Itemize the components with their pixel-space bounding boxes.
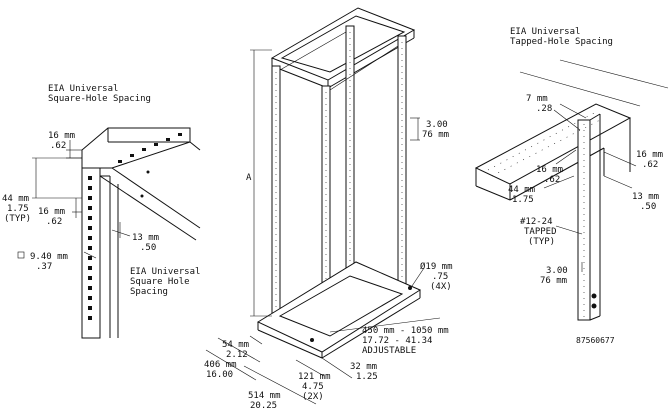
right-dim-16a-in: .62: [642, 160, 658, 170]
center-dim-300-in: 3.00: [426, 120, 448, 130]
right-dim-16a-mm: 16 mm: [636, 150, 663, 160]
center-dim-121-in: 4.75: [302, 382, 324, 392]
center-dim-121-mm: 121 mm: [298, 372, 331, 382]
right-title-line1: EIA Universal: [510, 27, 580, 37]
right-tap-line2: TAPPED: [524, 227, 557, 237]
center-dim-depth-mm: 450 mm - 1050 mm: [362, 326, 449, 336]
left-top-beam: [81, 127, 191, 169]
left-title-line2: Square-Hole Spacing: [48, 94, 151, 104]
left-dim-sq-mm: 9.40 mm: [30, 252, 68, 262]
right-dim-300-in: 3.00: [546, 266, 568, 276]
right-dim-16b-in: .62: [544, 175, 560, 185]
part-number: 87560677: [576, 336, 615, 345]
center-dim-514-in: 20.25: [250, 401, 277, 410]
center-dim-300-mm: 76 mm: [422, 130, 449, 140]
center-dim-406-in: 16.00: [206, 370, 233, 380]
right-dim-300-mm: 76 mm: [540, 276, 567, 286]
center-dim-depth-in: 17.72 - 41.34: [362, 336, 432, 346]
square-symbol-icon: [17, 251, 25, 259]
rack-upright-rear-right: [397, 35, 407, 287]
center-rack-frame: A 3.00 76 mm Ø19 mm .75 (4X) 450 mm - 10…: [204, 7, 453, 410]
right-tapped-hole-detail: EIA Universal Tapped-Hole Spacing 7 mm .…: [474, 27, 669, 345]
center-dim-406-mm: 406 mm: [204, 360, 237, 370]
right-tap-line3: (TYP): [528, 237, 555, 247]
center-dim-121-qty: (2X): [302, 392, 324, 402]
center-dim-514-mm: 514 mm: [248, 391, 281, 401]
right-rail-tapped-holes: [583, 124, 597, 318]
center-dim-hole-in: .75: [432, 272, 448, 282]
left-bottom-line1: EIA Universal: [130, 267, 200, 277]
left-dim-mid-mm: 16 mm: [38, 207, 65, 217]
rack-upright-rear-left: [345, 25, 355, 277]
left-beam-holes: [118, 133, 182, 198]
left-title-line1: EIA Universal: [48, 84, 118, 94]
left-dim-pitch-typ: (TYP): [4, 214, 31, 224]
right-dim-13-mm: 13 mm: [632, 192, 659, 202]
center-dim-depth-note: ADJUSTABLE: [362, 346, 416, 356]
left-dim-pitch-mm: 44 mm: [2, 194, 29, 204]
left-dim-pitch-in: 1.75: [7, 204, 29, 214]
left-dim-top-mm: 16 mm: [48, 131, 75, 141]
center-dim-hole-mm: Ø19 mm: [420, 261, 453, 272]
left-dim-mid-in: .62: [46, 217, 62, 227]
left-dim-13-mm: 13 mm: [132, 233, 159, 243]
center-dim-54-mm: 54 mm: [222, 340, 249, 350]
left-dim-13-in: .50: [140, 243, 156, 253]
right-dim-7-mm: 7 mm: [526, 94, 548, 104]
right-dim-44-in: 1.75: [512, 195, 534, 205]
left-square-hole-detail: EIA Universal Square-Hole Spacing 16 mm …: [2, 84, 200, 339]
left-dim-top-in: .62: [50, 141, 66, 151]
center-dim-32-mm: 32 mm: [350, 362, 377, 372]
left-vertical-rail: [81, 167, 101, 339]
right-dim-13-in: .50: [640, 202, 656, 212]
dim-height-label: A: [246, 173, 252, 183]
left-bottom-line3: Spacing: [130, 287, 168, 297]
right-dim-7-in: .28: [536, 104, 552, 114]
center-dim-32-in: 1.25: [356, 372, 378, 382]
left-dim-sq-in: .37: [36, 262, 52, 272]
center-dim-54-in: 2.12: [226, 350, 248, 360]
right-dim-16b-mm: 16 mm: [536, 165, 563, 175]
right-tap-line1: #12-24: [520, 217, 553, 227]
center-dim-hole-qty: (4X): [430, 282, 452, 292]
right-dim-44-mm: 44 mm: [508, 185, 535, 195]
left-bottom-line2: Square Hole: [130, 277, 190, 287]
right-title-line2: Tapped-Hole Spacing: [510, 37, 613, 47]
left-rail-square-holes: [88, 176, 92, 320]
